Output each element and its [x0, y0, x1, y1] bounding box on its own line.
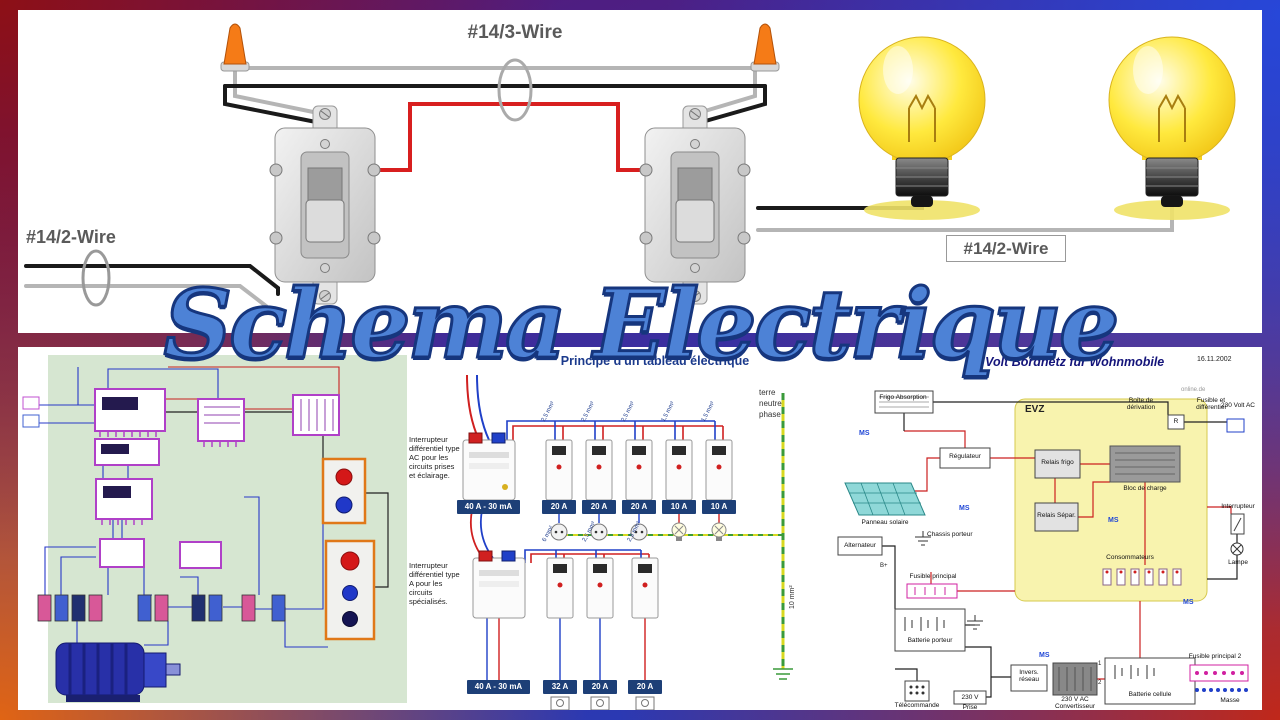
differential-rating-row1: 40 A - 30 mA — [457, 500, 520, 514]
motor — [55, 642, 181, 702]
control-schematic-panel — [18, 347, 407, 710]
breakers-row2 — [546, 557, 659, 619]
earth-wire-size: 10 mm² — [789, 585, 796, 609]
differential-row1 — [462, 432, 516, 501]
wire-label-14-2-right: #14/2-Wire — [946, 235, 1066, 262]
relay-displays — [101, 397, 138, 498]
label-cell-2: 2 — [1098, 680, 1102, 686]
label-alternateur: Alternateur — [844, 542, 876, 549]
bordnetz-panel: 12 Volt Bordnetz für Wohnmobile 16.11.20… — [831, 347, 1262, 710]
label-telecommande: Télécommande — [894, 702, 940, 709]
tableau-graphic — [462, 374, 793, 710]
push-buttons — [335, 468, 360, 627]
label-masse: Masse — [1220, 697, 1240, 704]
wire-nut-left — [220, 23, 250, 72]
tableau-title: Principe d'un tableau électrique — [560, 354, 750, 368]
wiring-diagram-panel: #14/3-Wire #14/2-Wire #14/2-Wire — [18, 10, 1262, 333]
bordnetz-graphic — [837, 390, 1249, 705]
row2-description: Interrupteur différentiel type A pour le… — [409, 561, 460, 606]
socket-icons — [550, 523, 648, 541]
breaker-rating: 32 A — [543, 680, 577, 694]
differential-row2 — [472, 550, 526, 619]
component-boxes — [837, 390, 1245, 705]
label-neutre: neutre — [759, 399, 782, 408]
breaker-rating: 20 A — [542, 500, 576, 514]
label-bloc-charge: Bloc de charge — [1123, 485, 1167, 492]
label-ms: MS — [1039, 652, 1050, 659]
wire-nut-right — [750, 23, 780, 72]
label-r: R — [1173, 418, 1179, 425]
wiring-diagram-graphic — [24, 23, 1236, 314]
label-evz: EVZ — [1025, 404, 1045, 415]
label-b-plus: B+ — [880, 563, 888, 569]
appliance-icons — [550, 696, 655, 710]
relay-modules — [94, 388, 340, 569]
label-consommateurs: Consommateurs — [1106, 554, 1154, 561]
ground-symbols — [915, 531, 983, 630]
breaker-rating: 20 A — [582, 500, 616, 514]
label-fusible-principal: Fusible principal — [909, 573, 957, 580]
label-fusible-differentiel: Fusible et différentiel — [1196, 397, 1226, 412]
label-interrupteur: Interrupteur — [1221, 503, 1255, 510]
panneau-solaire-symbol — [844, 482, 926, 516]
aux-block-1 — [22, 396, 40, 410]
relay-details — [204, 399, 334, 431]
bordnetz-site: online.de — [1181, 387, 1206, 393]
label-convertisseur: 230 V AC Convertisseur — [1054, 696, 1096, 710]
red-wires — [165, 366, 340, 410]
app-title: Schema Electrique — [162, 268, 1121, 382]
wire-label-14-2-left: #14/2-Wire — [26, 227, 116, 247]
black-wires — [882, 401, 1238, 698]
label-prise-volt: 230 V — [961, 694, 979, 701]
bordnetz-title: 12 Volt Bordnetz für Wohnmobile — [967, 355, 1165, 369]
label-chassis: Chassis porteur — [927, 531, 973, 538]
label-batterie-cellule: Batterie cellule — [1128, 691, 1172, 698]
bulb-left — [858, 36, 986, 221]
label-fusible-principal-2: Fusible principal 2 — [1188, 653, 1242, 660]
label-ms: MS — [959, 505, 970, 512]
breaker-rating: 10 A — [662, 500, 696, 514]
label-ms: MS — [859, 430, 870, 437]
tableau-wires — [466, 374, 793, 680]
breaker-rating: 20 A — [628, 680, 662, 694]
breaker-rating: 20 A — [583, 680, 617, 694]
label-ms: MS — [1183, 599, 1194, 606]
label-terre: terre — [759, 388, 776, 397]
relay-pins — [99, 431, 237, 525]
lamp-icons — [671, 522, 727, 541]
label-phase: phase — [759, 410, 781, 419]
lamp-symbol — [1230, 542, 1244, 556]
label-prise: Prise — [962, 704, 978, 710]
fuse-boxes — [906, 583, 1249, 682]
tableau-panel: Principe d'un tableau électrique terre n… — [407, 347, 831, 710]
label-panneau-solaire: Panneau solaire — [861, 519, 909, 526]
label-lampe: Lampe — [1228, 559, 1248, 566]
masse-bus — [1195, 688, 1248, 692]
bordnetz-date: 16.11.2002 — [1197, 356, 1232, 363]
label-boite-derivation: Boîte de dérivation — [1126, 397, 1156, 412]
label-invers-reseau: Invers. réseau — [1019, 669, 1039, 684]
bulb-right — [1108, 36, 1236, 221]
wire-label-14-3: #14/3-Wire — [467, 22, 563, 43]
terminal-blocks — [37, 594, 286, 622]
label-ms: MS — [1108, 517, 1119, 524]
label-relais-frigo: Relais frigo — [1041, 459, 1074, 466]
label-relais-separ: Relais Sépar. — [1037, 512, 1076, 519]
row1-description: Interrupteur différentiel type AC pour l… — [409, 435, 460, 480]
breakers-row1 — [545, 439, 733, 501]
label-frigo: Frigo Absorption — [879, 394, 927, 401]
label-batterie-porteur: Batterie porteur — [907, 637, 953, 644]
differential-rating-row2: 40 A - 30 mA — [467, 680, 530, 694]
aux-block-2 — [22, 414, 40, 428]
control-schematic-graphic — [18, 347, 407, 710]
breaker-rating: 10 A — [702, 500, 736, 514]
label-230-volt-ac: 230 Volt AC — [1221, 402, 1255, 409]
breaker-rating: 20 A — [622, 500, 656, 514]
label-regulateur: Régulateur — [949, 453, 981, 460]
label-cell-1: 1 — [1098, 661, 1102, 667]
consommateurs-fuses — [1102, 568, 1182, 586]
